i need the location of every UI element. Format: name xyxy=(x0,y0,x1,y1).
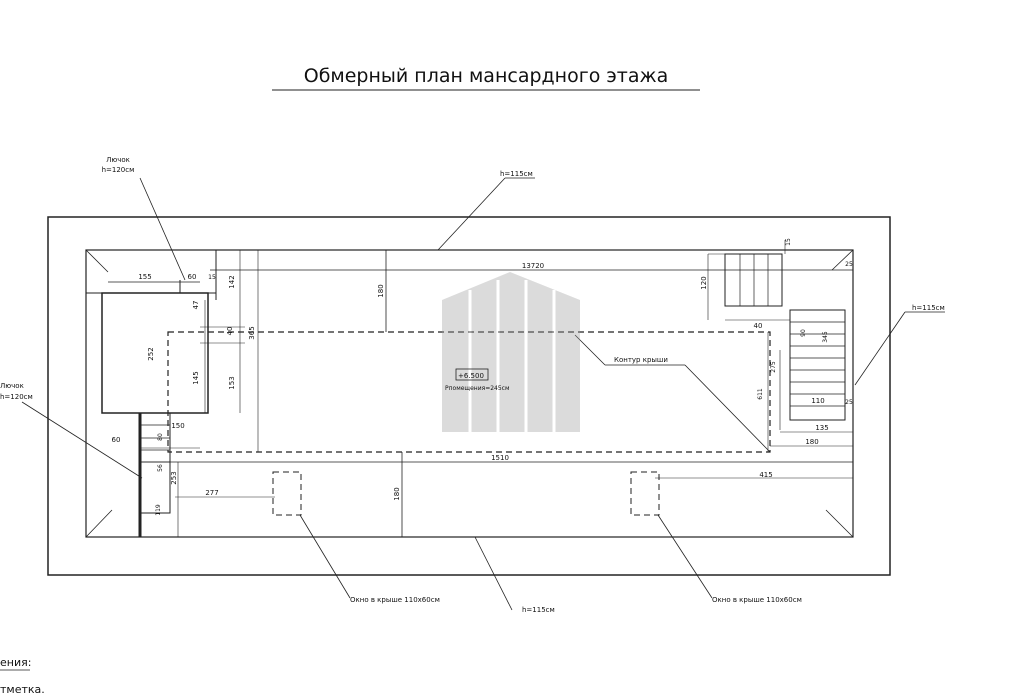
hatch-left-label: Лючок xyxy=(0,382,24,390)
roof-window-left xyxy=(272,471,302,516)
dim-611: 611 xyxy=(757,388,764,400)
dim-60-left: 60 xyxy=(112,436,121,444)
roof-contour-line xyxy=(167,331,771,453)
dim-40-left: 40 xyxy=(226,327,234,336)
legend-line-1: ения: xyxy=(0,656,31,669)
right-lower-stair xyxy=(789,309,846,421)
dim-135: 135 xyxy=(815,424,828,432)
dim-345: 345 xyxy=(822,331,829,343)
dim-60-top: 60 xyxy=(188,273,197,281)
dim-15-right: 15 xyxy=(785,238,792,246)
dim-90: 90 xyxy=(800,329,807,337)
dim-15-top: 15 xyxy=(208,274,216,281)
dim-150: 150 xyxy=(171,422,184,430)
dim-153: 153 xyxy=(228,376,236,389)
dim-277: 277 xyxy=(205,489,218,497)
dim-180-right: 180 xyxy=(805,438,818,446)
dim-120: 120 xyxy=(700,276,708,289)
dim-145: 145 xyxy=(192,371,200,384)
dim-56: 56 xyxy=(157,464,164,472)
window-right-label: Окно в крыше 110х60см xyxy=(712,596,802,604)
height-right-label: h=115см xyxy=(912,304,945,312)
hatch-top-height: h=120см xyxy=(102,166,135,174)
inner-contour xyxy=(85,249,854,538)
dim-119: 119 xyxy=(155,504,162,516)
dim-13720: 13720 xyxy=(522,262,544,270)
elevation-mark: +6.500 xyxy=(458,372,484,380)
left-room xyxy=(101,292,209,414)
height-bottom-label: h=115см xyxy=(522,606,555,614)
dim-365: 365 xyxy=(248,326,256,339)
hatch-top-label: Лючок xyxy=(106,156,130,164)
dim-180-top: 180 xyxy=(377,284,385,297)
height-top-label: h=115см xyxy=(500,170,533,178)
dim-275: 275 xyxy=(770,361,777,373)
room-height-label: Рпомещения=245см xyxy=(445,385,510,392)
hatch-left-height: h=120см xyxy=(0,393,33,401)
roof-contour-label: Контур крыши xyxy=(614,356,668,364)
watermark-logo xyxy=(442,272,580,432)
dim-155: 155 xyxy=(138,273,151,281)
dim-180-bottom: 180 xyxy=(393,487,401,500)
dim-142: 142 xyxy=(228,275,236,288)
right-upper-stair xyxy=(724,253,783,307)
dim-252: 252 xyxy=(147,347,155,360)
dim-1510: 1510 xyxy=(491,454,509,462)
dim-40-right: 40 xyxy=(754,322,763,330)
roof-window-right xyxy=(630,471,660,516)
plan-title: Обмерный план мансардного этажа xyxy=(304,65,669,87)
dim-25-top: 25 xyxy=(845,261,853,268)
dim-80: 80 xyxy=(157,433,164,441)
dim-47: 47 xyxy=(192,301,200,310)
legend-line-2: тметка. xyxy=(0,683,45,696)
dim-253: 253 xyxy=(170,471,178,484)
window-left-label: Окно в крыше 110х60см xyxy=(350,596,440,604)
dim-415: 415 xyxy=(759,471,772,479)
left-stair xyxy=(139,412,171,514)
dim-110: 110 xyxy=(811,397,824,405)
dim-25-bottom: 25 xyxy=(845,399,853,406)
